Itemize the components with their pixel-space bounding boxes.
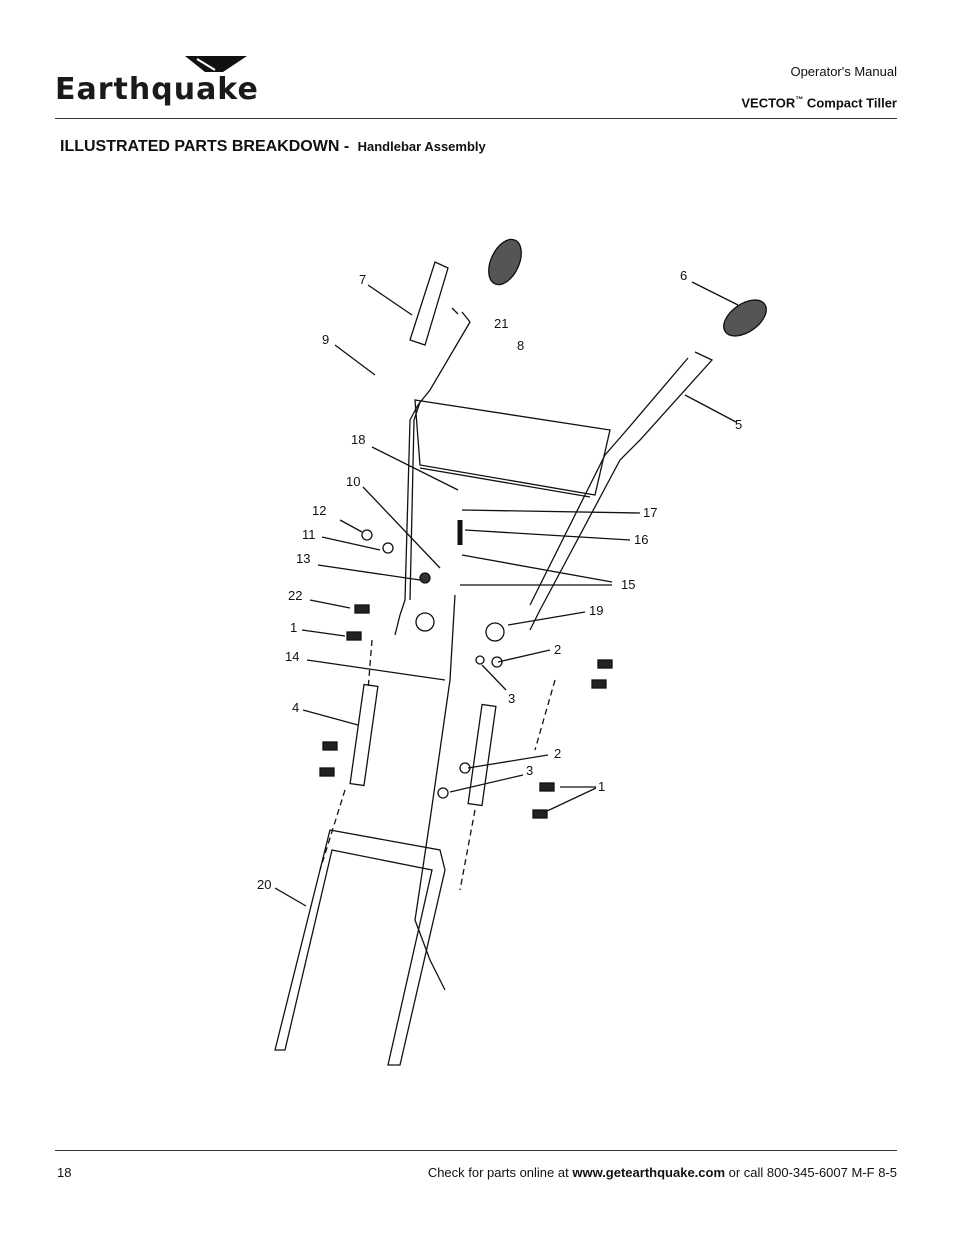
callout-label: 8 [517, 338, 524, 353]
callout-label: 16 [634, 532, 648, 547]
callout-label: 19 [589, 603, 603, 618]
callout-label: 21 [494, 316, 508, 331]
section-title: ILLUSTRATED PARTS BREAKDOWN - Handlebar … [60, 138, 486, 155]
product-name: VECTOR™ Compact Tiller [741, 95, 897, 111]
callout-label: 13 [296, 551, 310, 566]
footer-divider [55, 1150, 897, 1151]
callout-label: 4 [292, 700, 299, 715]
footer-text: Check for parts online at www.getearthqu… [427, 1165, 897, 1180]
callout-label: 2 [554, 746, 561, 761]
logo-swoosh-icon [185, 56, 247, 72]
earthquake-logo: Earthquake [55, 50, 285, 116]
page-number: 18 [57, 1165, 72, 1180]
parts-url-link[interactable]: www.getearthquake.com [572, 1165, 726, 1180]
logo-wordmark: Earthquake [55, 72, 259, 107]
callout-label: 12 [312, 503, 326, 518]
callout-label: 5 [735, 417, 742, 432]
header-divider [55, 118, 897, 119]
callout-label: 3 [508, 691, 515, 706]
manual-label: Operator's Manual [790, 64, 897, 79]
callout-label: 22 [288, 588, 302, 603]
callout-label: 2 [554, 642, 561, 657]
callout-label: 1 [598, 779, 605, 794]
callout-label: 17 [643, 505, 657, 520]
callout-label: 11 [302, 527, 316, 542]
callout-label: 7 [359, 272, 366, 287]
callout-label: 9 [322, 332, 329, 347]
callout-label: 20 [257, 877, 271, 892]
callout-label: 14 [285, 649, 299, 664]
section-subtitle: Handlebar Assembly [357, 139, 486, 154]
callout-label: 1 [290, 620, 297, 635]
callout-label: 18 [351, 432, 365, 447]
callout-label: 6 [680, 268, 687, 283]
callout-label: 3 [526, 763, 533, 778]
callout-label: 10 [346, 474, 360, 489]
callout-label: 15 [621, 577, 635, 592]
